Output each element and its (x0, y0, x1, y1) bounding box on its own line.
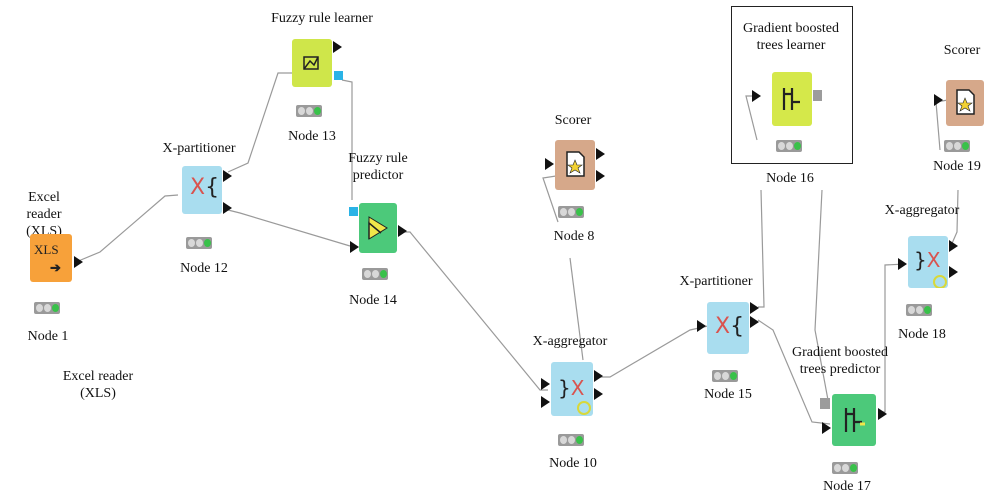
node12-output-port-top[interactable] (223, 170, 232, 182)
node8-scorer[interactable] (545, 140, 605, 192)
node1-icon-text: XLS (34, 242, 59, 257)
node18-x-aggregator[interactable]: }X (898, 236, 962, 296)
tree-gear-icon (832, 394, 876, 446)
edge-node14-node10 (398, 231, 548, 391)
node12-status (186, 237, 212, 249)
node13-output-port-blue[interactable] (334, 71, 343, 80)
node15-output-port-bottom[interactable] (750, 316, 759, 328)
node12-x-partitioner[interactable]: X{ (182, 166, 232, 216)
node19-id: Node 19 (933, 159, 981, 174)
node8-output-port-bottom[interactable] (596, 170, 605, 182)
node10-status (558, 434, 584, 446)
node10-output-port-bottom[interactable] (594, 388, 603, 400)
node12-id: Node 12 (180, 261, 228, 276)
brace-x-loop-icon: }X (908, 236, 948, 288)
edge-node1-node12 (75, 194, 179, 263)
edge-scorer8-loop (542, 175, 559, 223)
node16-status (776, 140, 802, 152)
node10-output-port-top[interactable] (594, 370, 603, 382)
node16-highlight-frame (731, 6, 853, 164)
edge-node15-node16 (758, 189, 765, 308)
node1-excel-reader[interactable]: XLS ➔ (30, 234, 90, 292)
node18-status (906, 304, 932, 316)
node19-status (944, 140, 970, 152)
node17-title: Gradient boosted trees predictor (791, 345, 889, 377)
node10-id: Node 10 (549, 456, 597, 471)
edge-node12-node14 (227, 209, 351, 247)
node17-gbt-predictor[interactable] (818, 394, 888, 450)
node16-gbt-learner[interactable] (752, 72, 826, 130)
brace-x-loop-icon: }X (551, 362, 593, 416)
fuzzy-chart-icon (292, 39, 332, 87)
node8-status (558, 206, 584, 218)
node18-output-port-bottom[interactable] (949, 266, 958, 278)
node17-status (832, 462, 858, 474)
node19-input-port[interactable] (934, 94, 943, 106)
node16-title: Gradient boosted trees learner (742, 21, 840, 53)
node15-x-partitioner[interactable]: X{ (697, 302, 759, 356)
node18-input-port-top[interactable] (898, 258, 907, 270)
node14-input-port-blue[interactable] (349, 207, 358, 216)
node8-id: Node 8 (553, 229, 595, 244)
node14-output-port[interactable] (398, 225, 407, 237)
node13-id: Node 13 (288, 129, 336, 144)
node15-output-port-top[interactable] (750, 302, 759, 314)
document-star-icon (946, 80, 984, 126)
node14-title: Fuzzy rule predictor (348, 151, 408, 183)
document-star-icon (555, 140, 595, 190)
node16-input-port[interactable] (752, 90, 761, 102)
node15-status (712, 370, 738, 382)
node1-output-port[interactable] (74, 256, 83, 268)
edge-node8-node10 (569, 257, 584, 361)
node15-id: Node 15 (704, 387, 752, 402)
node18-title: X-aggregator (884, 203, 960, 218)
node10-input-port-top[interactable] (541, 378, 550, 390)
node13-status (296, 105, 322, 117)
node19-title: Scorer (943, 43, 981, 58)
edge-node16-node17 (814, 189, 829, 401)
node1-id: Node 1 (27, 329, 69, 344)
node18-id: Node 18 (898, 327, 946, 342)
x-brace-icon: X{ (182, 166, 222, 214)
node13-title: Fuzzy rule learner (271, 11, 373, 26)
node14-fuzzy-rule-predictor[interactable] (347, 203, 407, 255)
x-brace-icon: X{ (707, 302, 749, 354)
edge-node15-node17 (757, 319, 831, 425)
edge-node12-node13 (227, 72, 292, 173)
node1-status (34, 302, 60, 314)
node19-scorer[interactable] (934, 80, 988, 130)
node10-input-port-bottom[interactable] (541, 396, 550, 408)
node8-input-port[interactable] (545, 158, 554, 170)
node10-title: X-aggregator (532, 334, 608, 349)
node17-input-port-model[interactable] (820, 398, 830, 409)
node14-status (362, 268, 388, 280)
node17-id: Node 17 (823, 479, 871, 494)
node15-input-port[interactable] (697, 320, 706, 332)
node18-output-port-top[interactable] (949, 240, 958, 252)
xls-arrow-icon: XLS ➔ (30, 234, 72, 282)
fuzzy-predict-icon (359, 203, 397, 253)
node12-title: X-partitioner (162, 141, 236, 156)
node13-output-port-model[interactable] (333, 41, 342, 53)
node1-title: Excel reader (XLS) (26, 190, 62, 239)
tree-gear-icon (772, 72, 812, 126)
node1-caption: Excel reader (XLS) (62, 369, 134, 401)
node10-x-aggregator[interactable]: }X (541, 362, 605, 422)
node14-input-port-data[interactable] (350, 241, 359, 253)
node14-id: Node 14 (349, 293, 397, 308)
node16-id: Node 16 (766, 171, 814, 186)
edge-node13-node14 (341, 79, 353, 200)
node17-input-port-data[interactable] (822, 422, 831, 434)
edge-node10-node15 (598, 325, 709, 378)
node12-output-port-bottom[interactable] (223, 202, 232, 214)
node15-title: X-partitioner (679, 274, 753, 289)
node13-fuzzy-rule-learner[interactable] (292, 39, 348, 91)
node8-output-port-top[interactable] (596, 148, 605, 160)
node16-output-port[interactable] (813, 90, 822, 101)
node8-title: Scorer (554, 113, 592, 128)
node17-output-port[interactable] (878, 408, 887, 420)
